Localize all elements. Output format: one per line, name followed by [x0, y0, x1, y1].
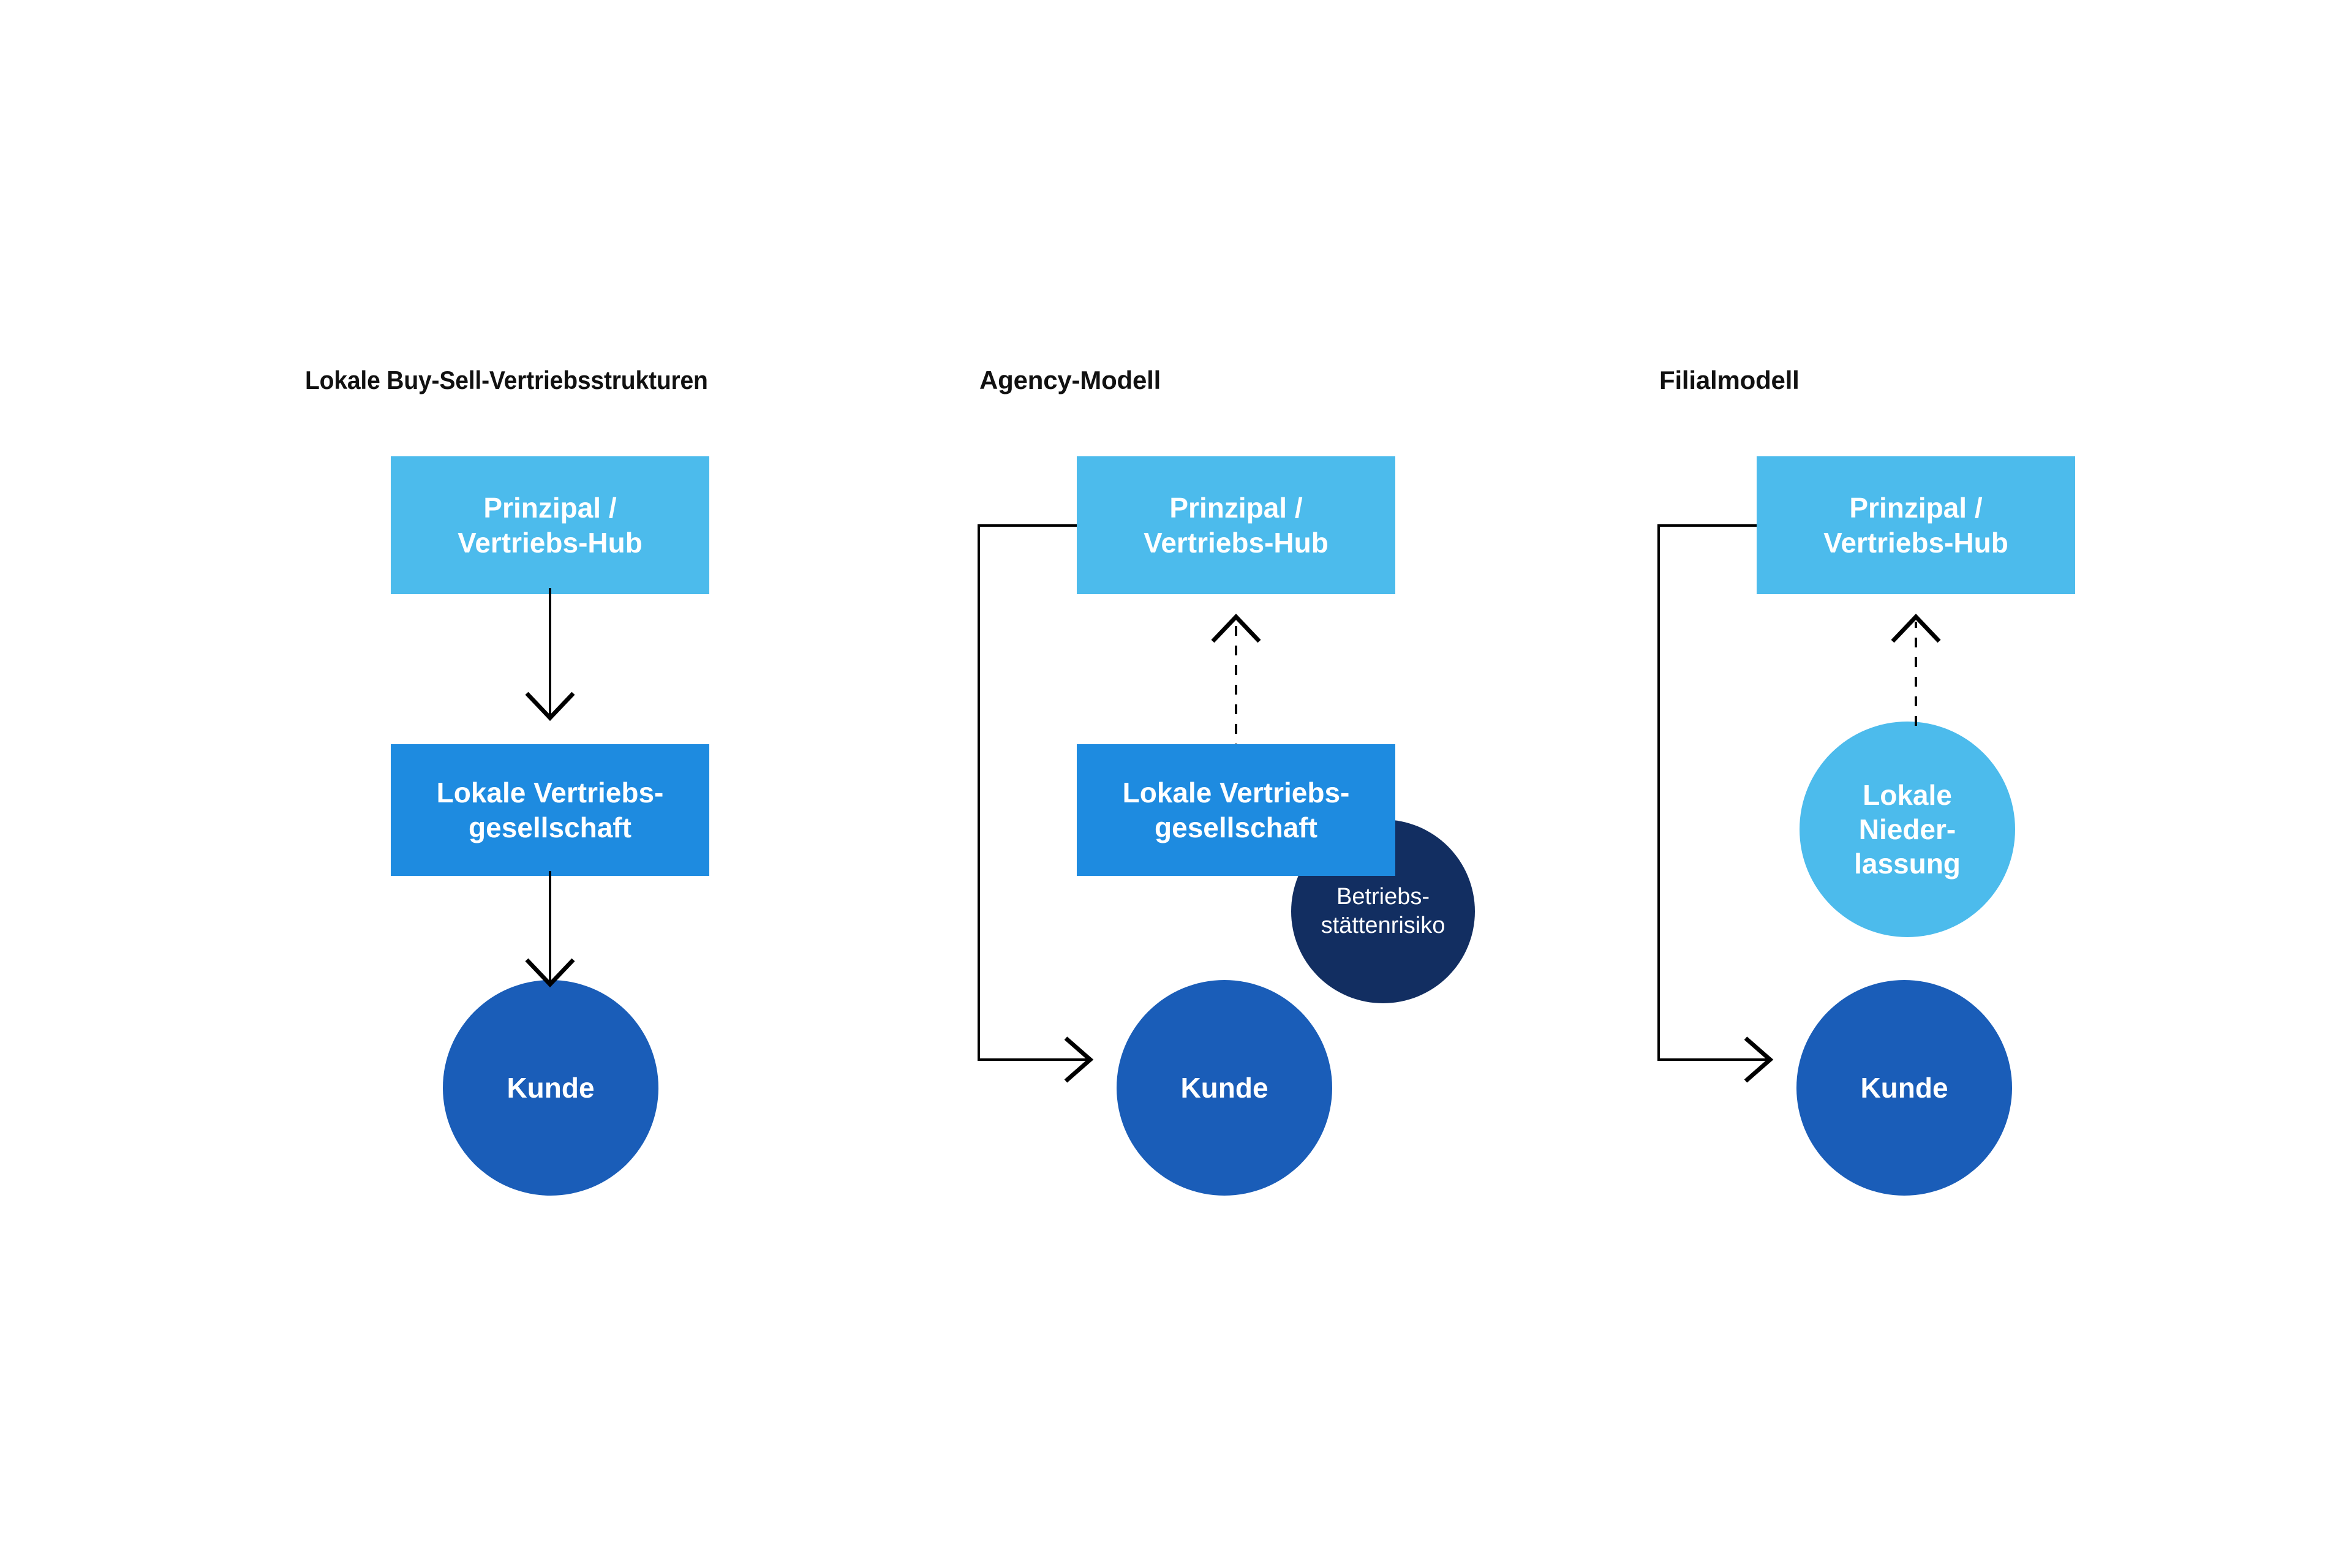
node-local-branch-office: Lokale Nieder- lassung: [1800, 722, 2015, 937]
node-local-entity-agency: Lokale Vertriebs- gesellschaft: [1077, 744, 1395, 876]
node-customer-buy-sell: Kunde: [443, 980, 658, 1196]
connector-middle-to-customer-buy-sell: [525, 871, 575, 988]
column-title-agency: Agency-Modell: [979, 366, 1161, 394]
connector-hub-to-customer-bracket-branch: [1657, 524, 1774, 1083]
node-hub-branch: Prinzipal / Vertriebs-Hub: [1757, 456, 2075, 594]
node-customer-agency: Kunde: [1117, 980, 1332, 1196]
node-local-entity-buy-sell: Lokale Vertriebs- gesellschaft: [391, 744, 709, 876]
column-title-filialmodell: Filialmodell: [1659, 366, 1800, 394]
connector-hub-to-customer-bracket-agency: [978, 524, 1094, 1083]
connector-hub-to-middle-buy-sell: [525, 588, 575, 722]
node-hub-agency: Prinzipal / Vertriebs-Hub: [1077, 456, 1395, 594]
column-title-buy-sell: Lokale Buy-Sell-Vertriebsstrukturen: [305, 366, 708, 394]
connector-middle-to-hub-branch: [1891, 613, 1941, 726]
node-customer-branch: Kunde: [1796, 980, 2012, 1196]
node-hub-buy-sell: Prinzipal / Vertriebs-Hub: [391, 456, 709, 594]
connector-middle-to-hub-agency: [1211, 613, 1261, 753]
